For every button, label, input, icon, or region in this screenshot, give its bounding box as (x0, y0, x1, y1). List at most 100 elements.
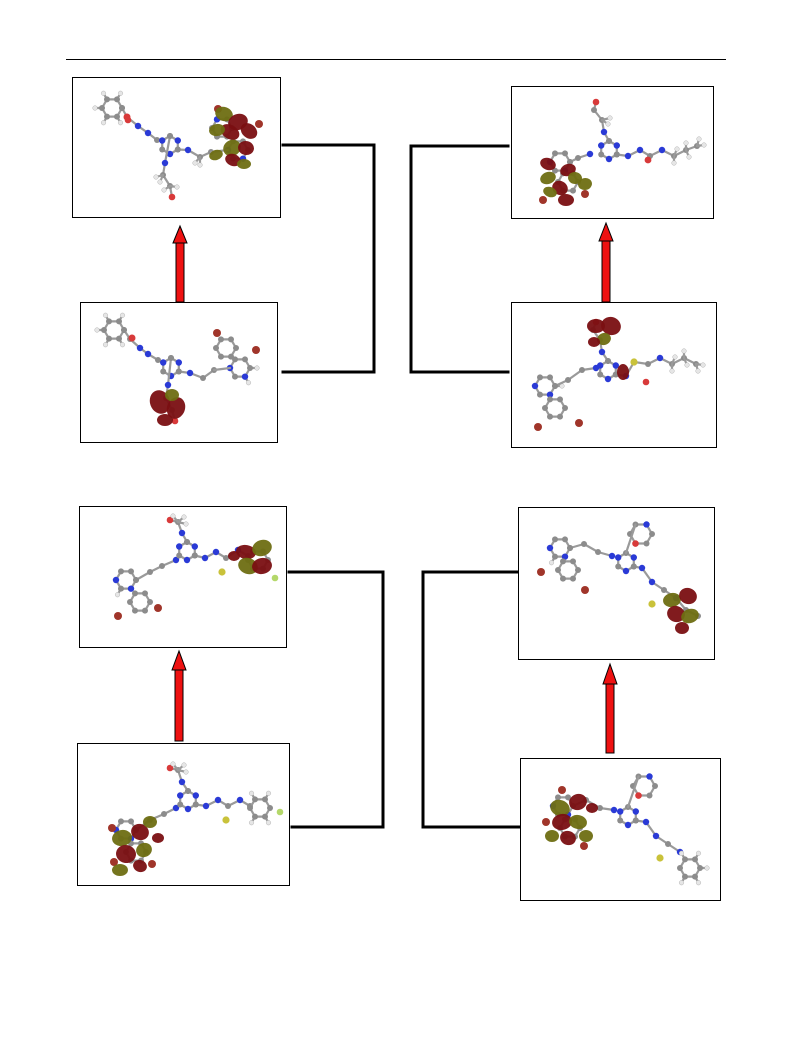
atom-n (610, 806, 618, 814)
atom-h (704, 865, 710, 871)
orbital-lobe (238, 140, 254, 156)
atom-n (186, 369, 194, 377)
molecule-top-right-lower (531, 316, 706, 431)
orbital-lobe (587, 319, 605, 333)
bond (624, 523, 637, 555)
molecule-bottom-left-lower (108, 761, 284, 876)
arrow-top-right (598, 221, 614, 303)
orbital-lobe (252, 539, 272, 557)
atom-c (155, 357, 161, 363)
atom-br (255, 120, 263, 128)
atom-c (262, 796, 268, 803)
atom-n (166, 150, 174, 158)
atom-n (134, 122, 142, 130)
atom-n (183, 556, 191, 564)
atom-h (681, 348, 687, 354)
atom-h (245, 380, 252, 386)
atom-c (537, 391, 543, 398)
atom-h (265, 790, 272, 796)
atom-c (99, 105, 105, 111)
atom-n (175, 359, 182, 366)
frame-bottom-right-lower (520, 758, 721, 901)
atom-br (108, 824, 116, 832)
atom-h (684, 362, 690, 368)
atom-o (632, 540, 639, 547)
atom-c (223, 555, 229, 561)
orbital-lobe (679, 587, 697, 605)
atom-c (132, 607, 138, 614)
atom-br (581, 586, 589, 594)
atom-h (192, 160, 198, 166)
atom-n (531, 382, 539, 390)
atom-c (127, 599, 133, 605)
atom-c (121, 327, 127, 333)
atom-c (565, 377, 571, 383)
atom-c (185, 788, 191, 794)
atom-n (642, 818, 650, 826)
atom-n (658, 146, 666, 154)
orbital-lobe (215, 106, 233, 122)
atom-c (555, 794, 561, 801)
atom-c (200, 375, 206, 381)
orbital-lobe (540, 157, 556, 171)
atom-br (110, 858, 118, 866)
atom-c (147, 599, 153, 605)
atom-c (177, 801, 184, 808)
atom-c (159, 146, 166, 153)
atom-h (161, 187, 167, 193)
atom-h (548, 560, 555, 566)
orbital-lobe (136, 842, 152, 858)
molecule-top-left-lower (94, 312, 260, 426)
atom-o (123, 113, 131, 121)
atom-h (254, 365, 260, 371)
bond (212, 366, 232, 372)
orbital-lobe (165, 389, 179, 401)
atom-n (161, 159, 169, 167)
atom-br (580, 842, 588, 850)
orbital-lobe (597, 332, 611, 346)
atom-c (167, 133, 173, 139)
atom-h (248, 790, 255, 796)
atom-c (562, 536, 568, 543)
atom-c (615, 563, 622, 570)
atom-c (575, 567, 581, 573)
atom-h (100, 120, 107, 126)
orbital-lobe (225, 153, 241, 167)
atom-s (648, 600, 656, 608)
frame-bottom-right-upper (518, 507, 715, 660)
atom-n (177, 792, 184, 799)
atom-h (683, 140, 689, 146)
atom-n (172, 804, 180, 812)
orbital-lobe (112, 829, 132, 847)
atom-c (646, 792, 653, 799)
atom-n (646, 773, 653, 780)
atom-c (128, 818, 134, 825)
orbital-lobe (560, 830, 576, 846)
atom-n (191, 543, 198, 550)
atom-c (252, 796, 258, 803)
atom-c (142, 607, 148, 614)
orbital-lobe (568, 171, 582, 185)
molecule-top-left-upper (92, 90, 263, 201)
atom-c (114, 96, 120, 103)
connector-top-right (409, 144, 510, 374)
atom-c (645, 361, 651, 367)
atom-n (546, 391, 554, 398)
atom-h (695, 880, 702, 886)
atom-o (642, 378, 650, 386)
atom-c (104, 113, 110, 120)
atom-n (236, 796, 244, 804)
atom-c (562, 150, 568, 157)
atom-c (595, 549, 601, 555)
atom-c (160, 368, 167, 375)
atom-n (144, 350, 152, 358)
atom-c (132, 590, 138, 597)
atom-c (542, 405, 548, 411)
atom-c (161, 811, 167, 817)
atom-c (565, 794, 571, 801)
atom-c (262, 813, 268, 820)
atom-c (233, 345, 239, 351)
atom-c (225, 803, 231, 809)
atom-n (178, 529, 186, 537)
orbital-lobe (558, 194, 574, 206)
